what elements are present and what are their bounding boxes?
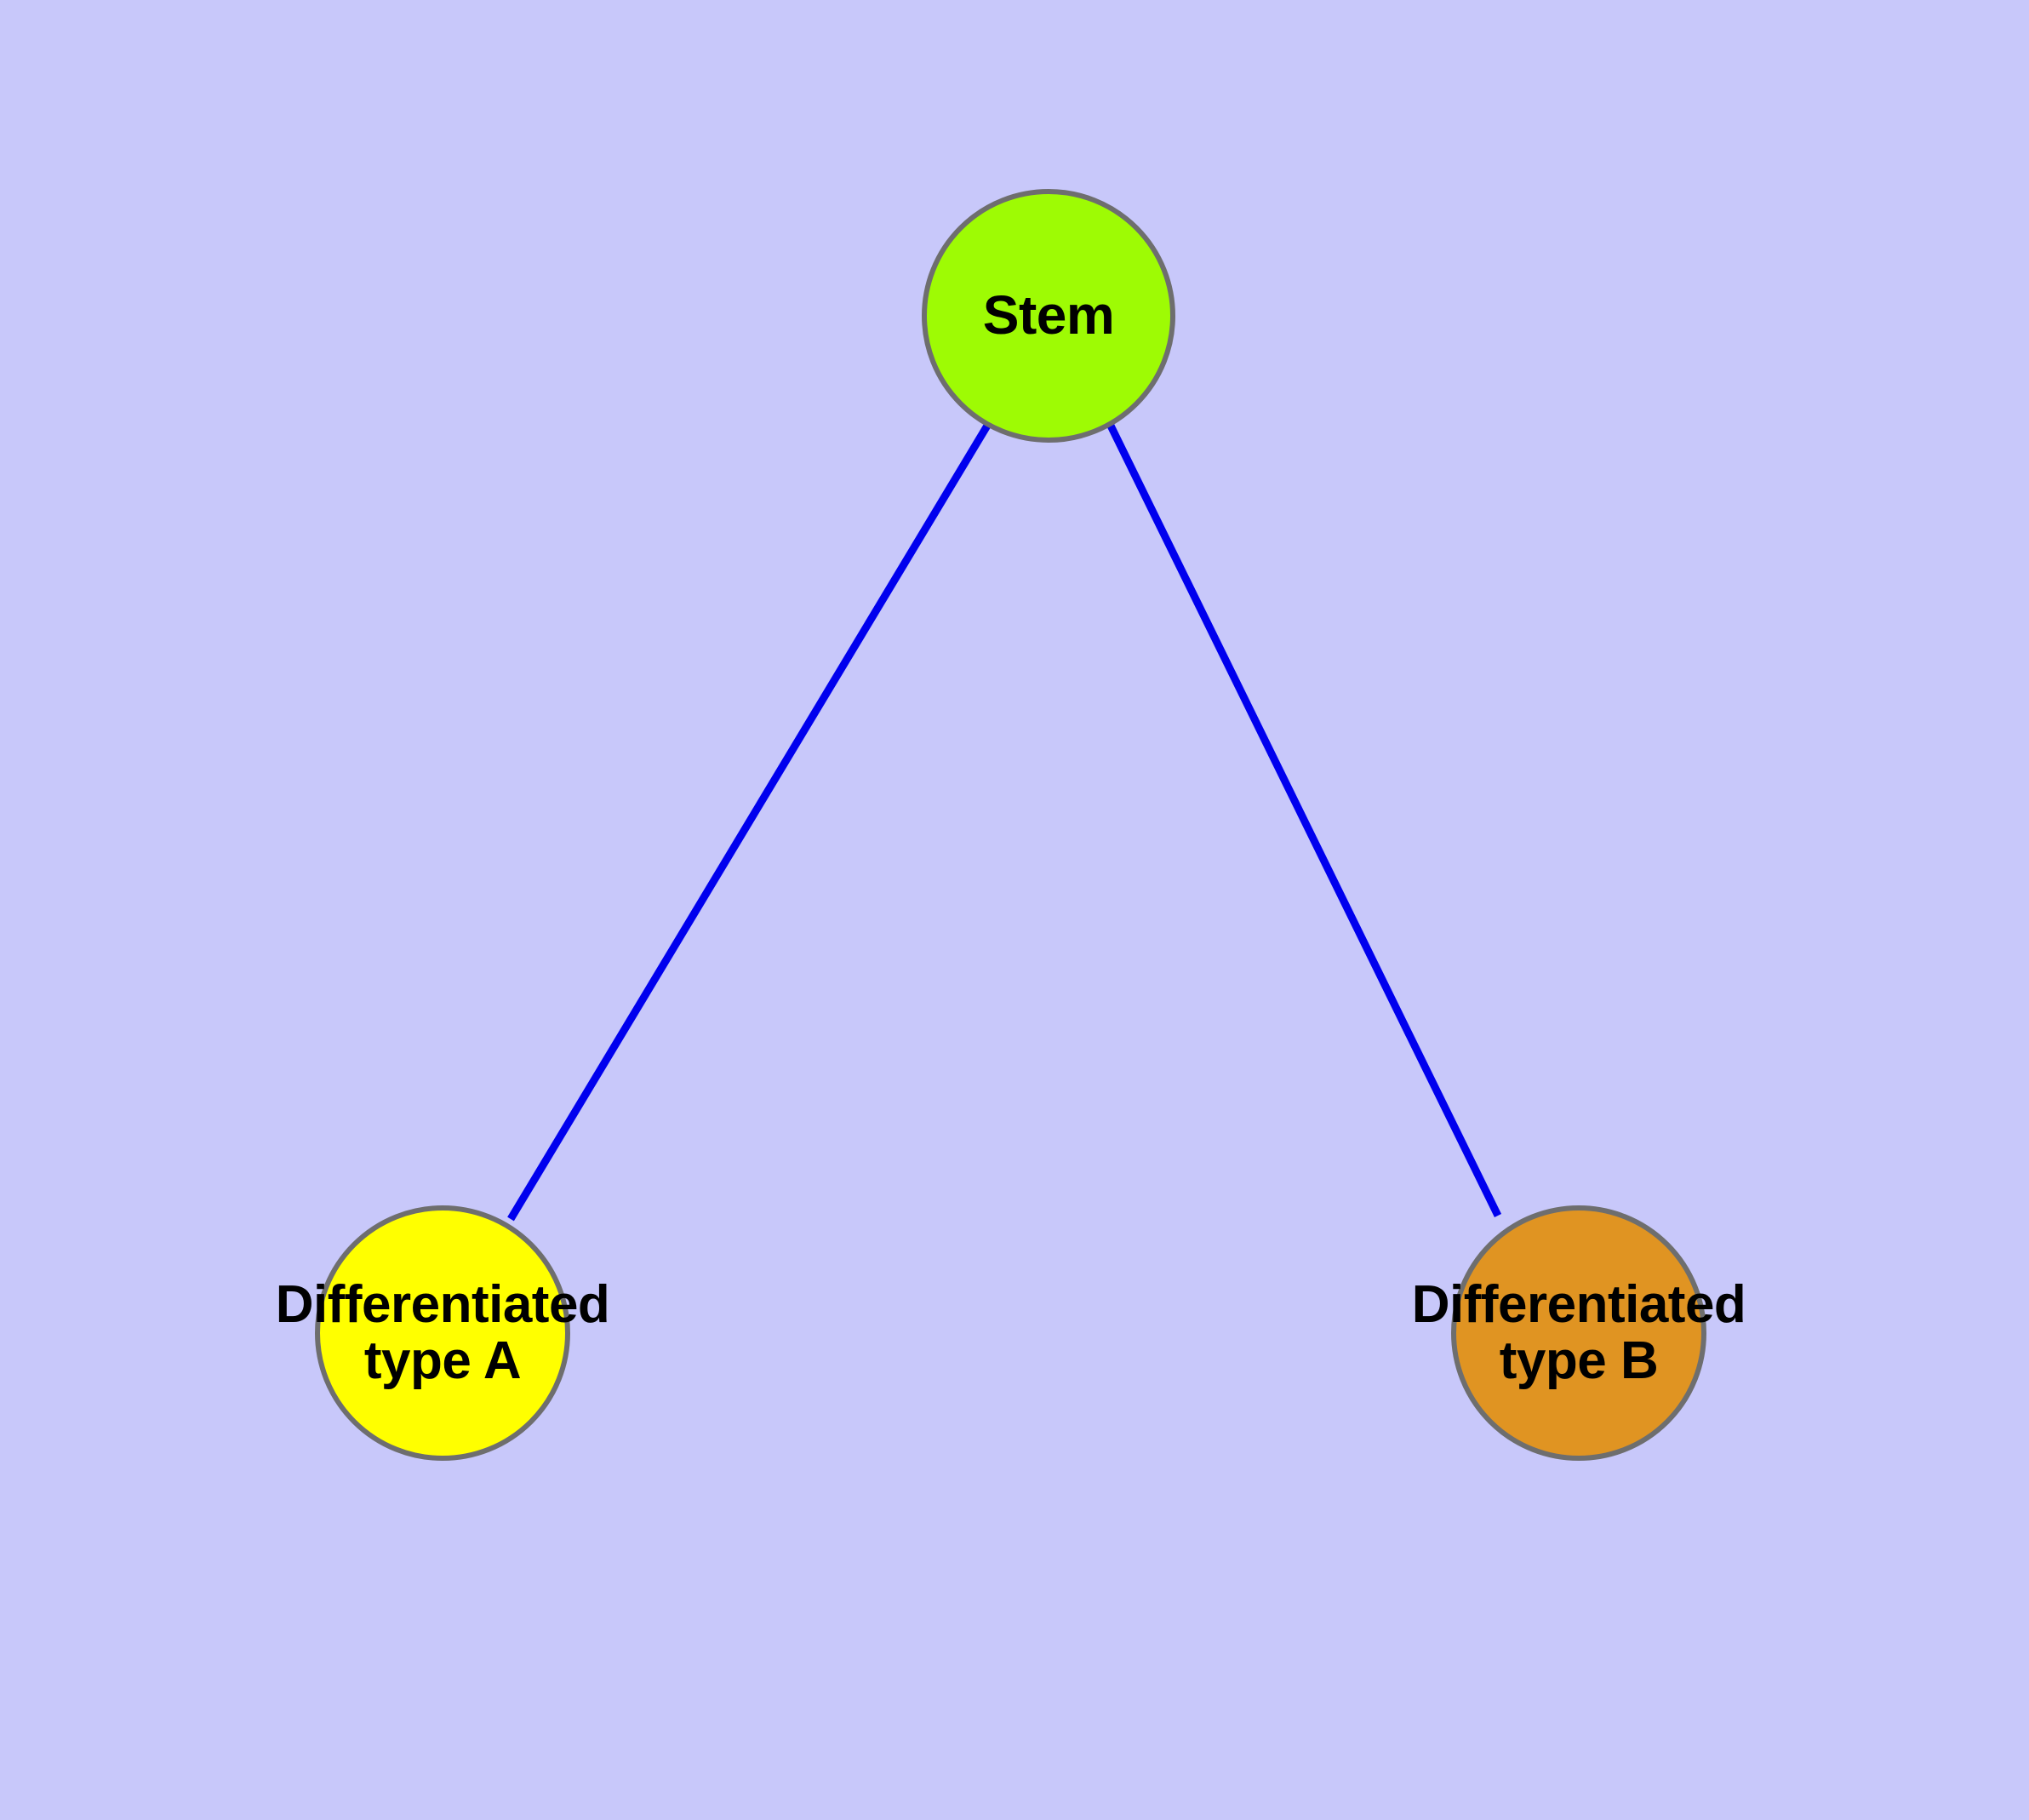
node-differentiated-type-a[interactable] — [315, 1205, 570, 1461]
edge-stem-to-differentiated-type-b — [1106, 424, 1502, 1217]
node-stem[interactable] — [922, 189, 1175, 443]
edge-stem-to-differentiated-type-a — [507, 423, 991, 1222]
node-differentiated-type-b[interactable] — [1451, 1205, 1706, 1461]
